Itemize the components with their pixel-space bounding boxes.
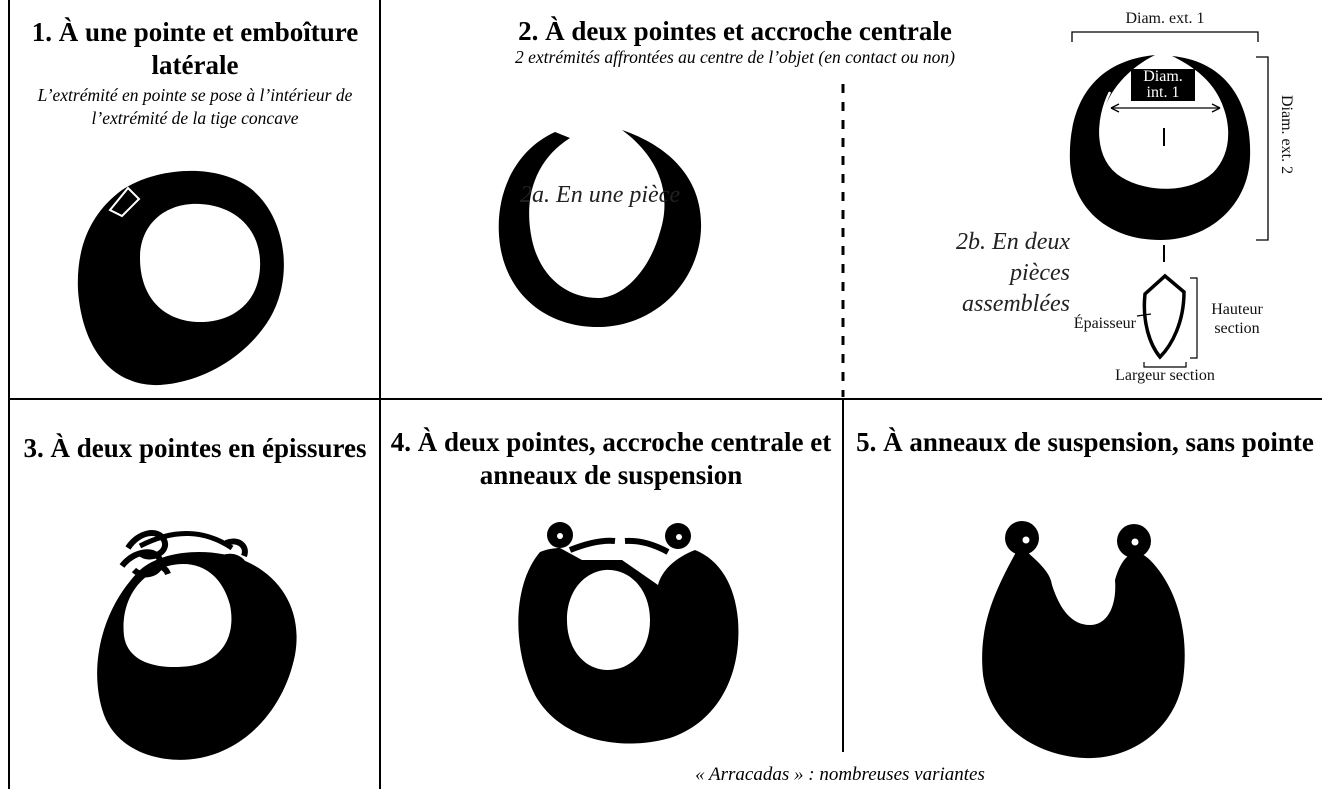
label-2a: 2a. En une pièce <box>520 182 680 208</box>
bracket-hauteur <box>1190 277 1198 359</box>
earring-4-ring-right-hole <box>676 534 682 540</box>
cross-section <box>1142 273 1186 360</box>
splice-left <box>119 530 171 580</box>
earring-2a-body <box>498 130 702 328</box>
footer-arracadas: « Arracadas » : nombreuses variantes <box>695 764 985 785</box>
label-diam-int-1: Diam. int. 1 <box>1131 69 1195 101</box>
cell3-title: 3. À deux pointes en épissures <box>23 433 367 463</box>
earring-2b-body <box>1069 55 1251 240</box>
earring-5-ring-left <box>1005 521 1039 555</box>
cell2-subtitle: 2 extrémités affrontées au centre de l’o… <box>515 47 955 67</box>
bracket-largeur <box>1143 362 1187 368</box>
earring-4-ring-left-hole <box>557 533 563 539</box>
arrowhead-left <box>1110 103 1120 113</box>
earring-3-body <box>97 551 297 760</box>
label-epaisseur: Épaisseur <box>1073 315 1136 332</box>
earring-4-body <box>518 548 739 744</box>
bracket-diam-ext-2 <box>1256 56 1269 241</box>
earring-4-wire-right <box>624 537 670 555</box>
label-hauteur-section: Hauteur section <box>1211 301 1263 337</box>
earring-1-body <box>77 170 284 386</box>
earring-1-tip-outline <box>108 186 141 218</box>
cell2-title: 2. À deux pointes et accroche centrale <box>518 16 952 46</box>
earring-2b-inner-line <box>1099 91 1229 189</box>
bracket-diam-ext-1 <box>1071 31 1259 42</box>
label-diam-ext-1: Diam. ext. 1 <box>1125 10 1205 27</box>
earring-5-ring-left-hole <box>1022 536 1030 544</box>
earring-4-wire-left <box>568 537 616 553</box>
cell4-title: 4. À deux pointes, accroche centrale et … <box>390 427 832 490</box>
cell5-title: 5. À anneaux de suspension, sans pointe <box>856 427 1314 457</box>
earring-5-ring-right-hole <box>1131 538 1139 546</box>
splice-right <box>216 538 250 595</box>
label-2b: 2b. En deux pièces assemblées <box>956 229 1070 317</box>
label-largeur-section: Largeur section <box>1115 367 1215 384</box>
cell1-subtitle: L’extrémité en pointe se pose à l’intéri… <box>37 85 353 128</box>
earring-5-body <box>982 545 1185 759</box>
cell1-title: 1. À une pointe et emboîture latérale <box>31 17 359 80</box>
arrowhead-right <box>1211 103 1221 113</box>
epaisseur-tick <box>1136 313 1152 317</box>
earring-3-wire <box>138 530 234 551</box>
